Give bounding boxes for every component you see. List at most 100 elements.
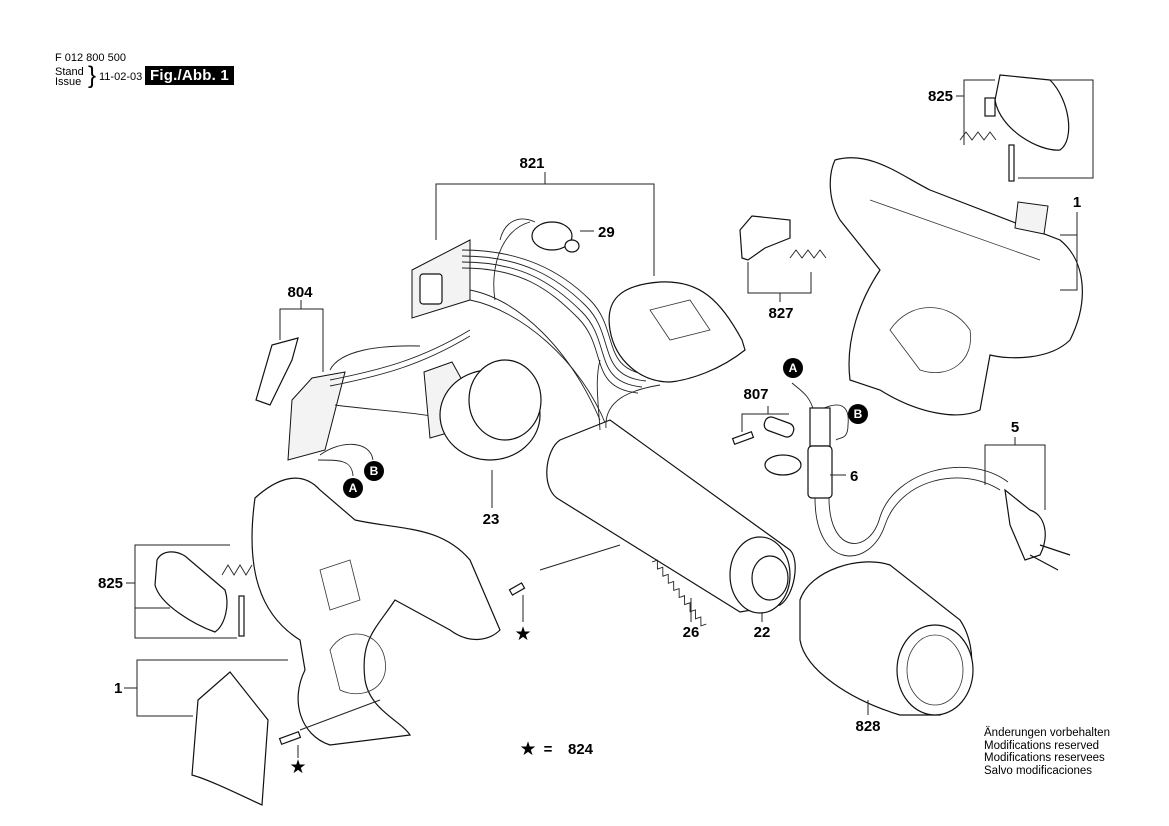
- wire: [329, 345, 421, 371]
- wire: [329, 335, 471, 387]
- issue-date: 11-02-03: [99, 71, 143, 83]
- screw-824-bottom: ★: [278, 699, 381, 778]
- housing-left-vents: [319, 559, 361, 611]
- cable-guard-6: [807, 445, 833, 499]
- label-825-left: 825: [98, 575, 123, 592]
- slider-827: [739, 215, 791, 261]
- leader-827: [747, 262, 812, 294]
- star-icon: ★: [514, 623, 531, 645]
- pin-825-top: [1008, 144, 1015, 182]
- wire: [469, 299, 607, 426]
- fan-cap: [468, 359, 542, 441]
- capacitor-shape: [419, 273, 443, 305]
- label-821: 821: [519, 155, 544, 172]
- strain-relief-ring: [764, 454, 802, 476]
- notice-line-es: Salvo modificaciones: [984, 764, 1093, 777]
- part-5-group: 5: [814, 419, 1071, 571]
- cover-window: [649, 299, 711, 341]
- wire: [596, 359, 601, 431]
- part-825-top-group: 825: [928, 74, 1094, 182]
- spring-26: [651, 559, 707, 627]
- part-821-group: 821 29: [411, 155, 746, 426]
- figure-badge: Fig./Abb. 1: [145, 66, 234, 85]
- brace-icon: }: [88, 62, 97, 89]
- part-807-group: 807: [731, 386, 795, 446]
- connector-a-circle: [343, 478, 363, 498]
- legend-equals: =: [544, 741, 553, 758]
- housing-left-group: 1: [114, 477, 501, 806]
- connector-b-right: B: [848, 404, 868, 424]
- connector-b-label: B: [854, 407, 863, 421]
- plug-5: [1004, 488, 1046, 561]
- leader-screw: [539, 544, 621, 571]
- leader-825-top-right: [1018, 79, 1094, 179]
- housing-half-left: [251, 477, 501, 746]
- wire-bundle: [461, 249, 651, 376]
- wire: [329, 329, 471, 381]
- label-22: 22: [754, 624, 771, 641]
- issue-label: Issue: [55, 76, 82, 88]
- wire: [493, 221, 531, 301]
- housing-edge: [869, 199, 1041, 261]
- connector-b-circle: [848, 404, 868, 424]
- screw-807: [731, 430, 755, 446]
- lock-button-left: [154, 551, 228, 633]
- label-29: 29: [598, 224, 615, 241]
- label-1-left: 1: [114, 680, 122, 697]
- connector-b-left: B: [364, 461, 384, 481]
- plug-pin: [1029, 554, 1059, 571]
- spring-827: [789, 249, 827, 259]
- part-6-group: 6: [764, 382, 858, 499]
- connector-a-circle: [783, 358, 803, 378]
- connector-b-label: B: [370, 464, 379, 478]
- label-828: 828: [855, 718, 880, 735]
- clamp-807: [763, 416, 795, 438]
- part-825-left-group: 825: [98, 544, 253, 639]
- spring-825-left: [221, 564, 253, 576]
- housing-half-right: [829, 157, 1083, 416]
- wire-bundle: [461, 267, 639, 394]
- stand-label: Stand: [55, 66, 84, 78]
- leader-screw: [299, 699, 381, 731]
- legend-star-824: ★ = 824: [519, 738, 593, 760]
- wire-to-b: [319, 443, 374, 461]
- tube-end-inner: [751, 555, 789, 601]
- part-26-group: 26: [651, 559, 707, 641]
- star-icon: ★: [289, 756, 306, 778]
- label-827: 827: [768, 305, 793, 322]
- part-29-thermostat: [531, 221, 573, 251]
- connector-a-label: A: [349, 481, 358, 495]
- label-23: 23: [483, 511, 500, 528]
- connector-a-left: A: [343, 478, 363, 498]
- label-5: 5: [1011, 419, 1019, 436]
- lock-button-top: [994, 74, 1070, 151]
- label-plate-left: [191, 671, 269, 806]
- power-cord: [814, 477, 1001, 557]
- plug-pin: [1039, 544, 1071, 556]
- screw-824-center: ★: [508, 544, 621, 645]
- wire-bundle: [461, 261, 643, 388]
- legend-part-number: 824: [568, 741, 594, 758]
- nozzle-opening: [896, 624, 974, 716]
- stand-issue-label: Stand Issue: [55, 66, 84, 88]
- label-plate-right: [1014, 201, 1049, 235]
- wire-b: [819, 404, 849, 441]
- housing-left-handle-opening: [329, 633, 386, 694]
- housing-handle-opening: [889, 307, 972, 373]
- housing-right-group: 1: [829, 157, 1083, 416]
- notice-line-fr: Modifications reservees: [984, 752, 1105, 764]
- connector-a-label: A: [789, 361, 798, 375]
- notice-line-de: Änderungen vorbehalten: [984, 727, 1110, 739]
- leader-807: [741, 406, 769, 432]
- spring-825-top: [959, 131, 997, 141]
- label-1-right: 1: [1073, 194, 1081, 211]
- part-22-group: 22: [546, 359, 796, 641]
- connector-b-circle: [364, 461, 384, 481]
- cover-shell: [608, 281, 746, 383]
- label-825-top: 825: [928, 88, 953, 105]
- cable-sleeve: [809, 407, 831, 447]
- part-23-group: 23: [423, 359, 542, 528]
- leader-825-top: [963, 79, 995, 145]
- leader-1-right: [1060, 234, 1078, 291]
